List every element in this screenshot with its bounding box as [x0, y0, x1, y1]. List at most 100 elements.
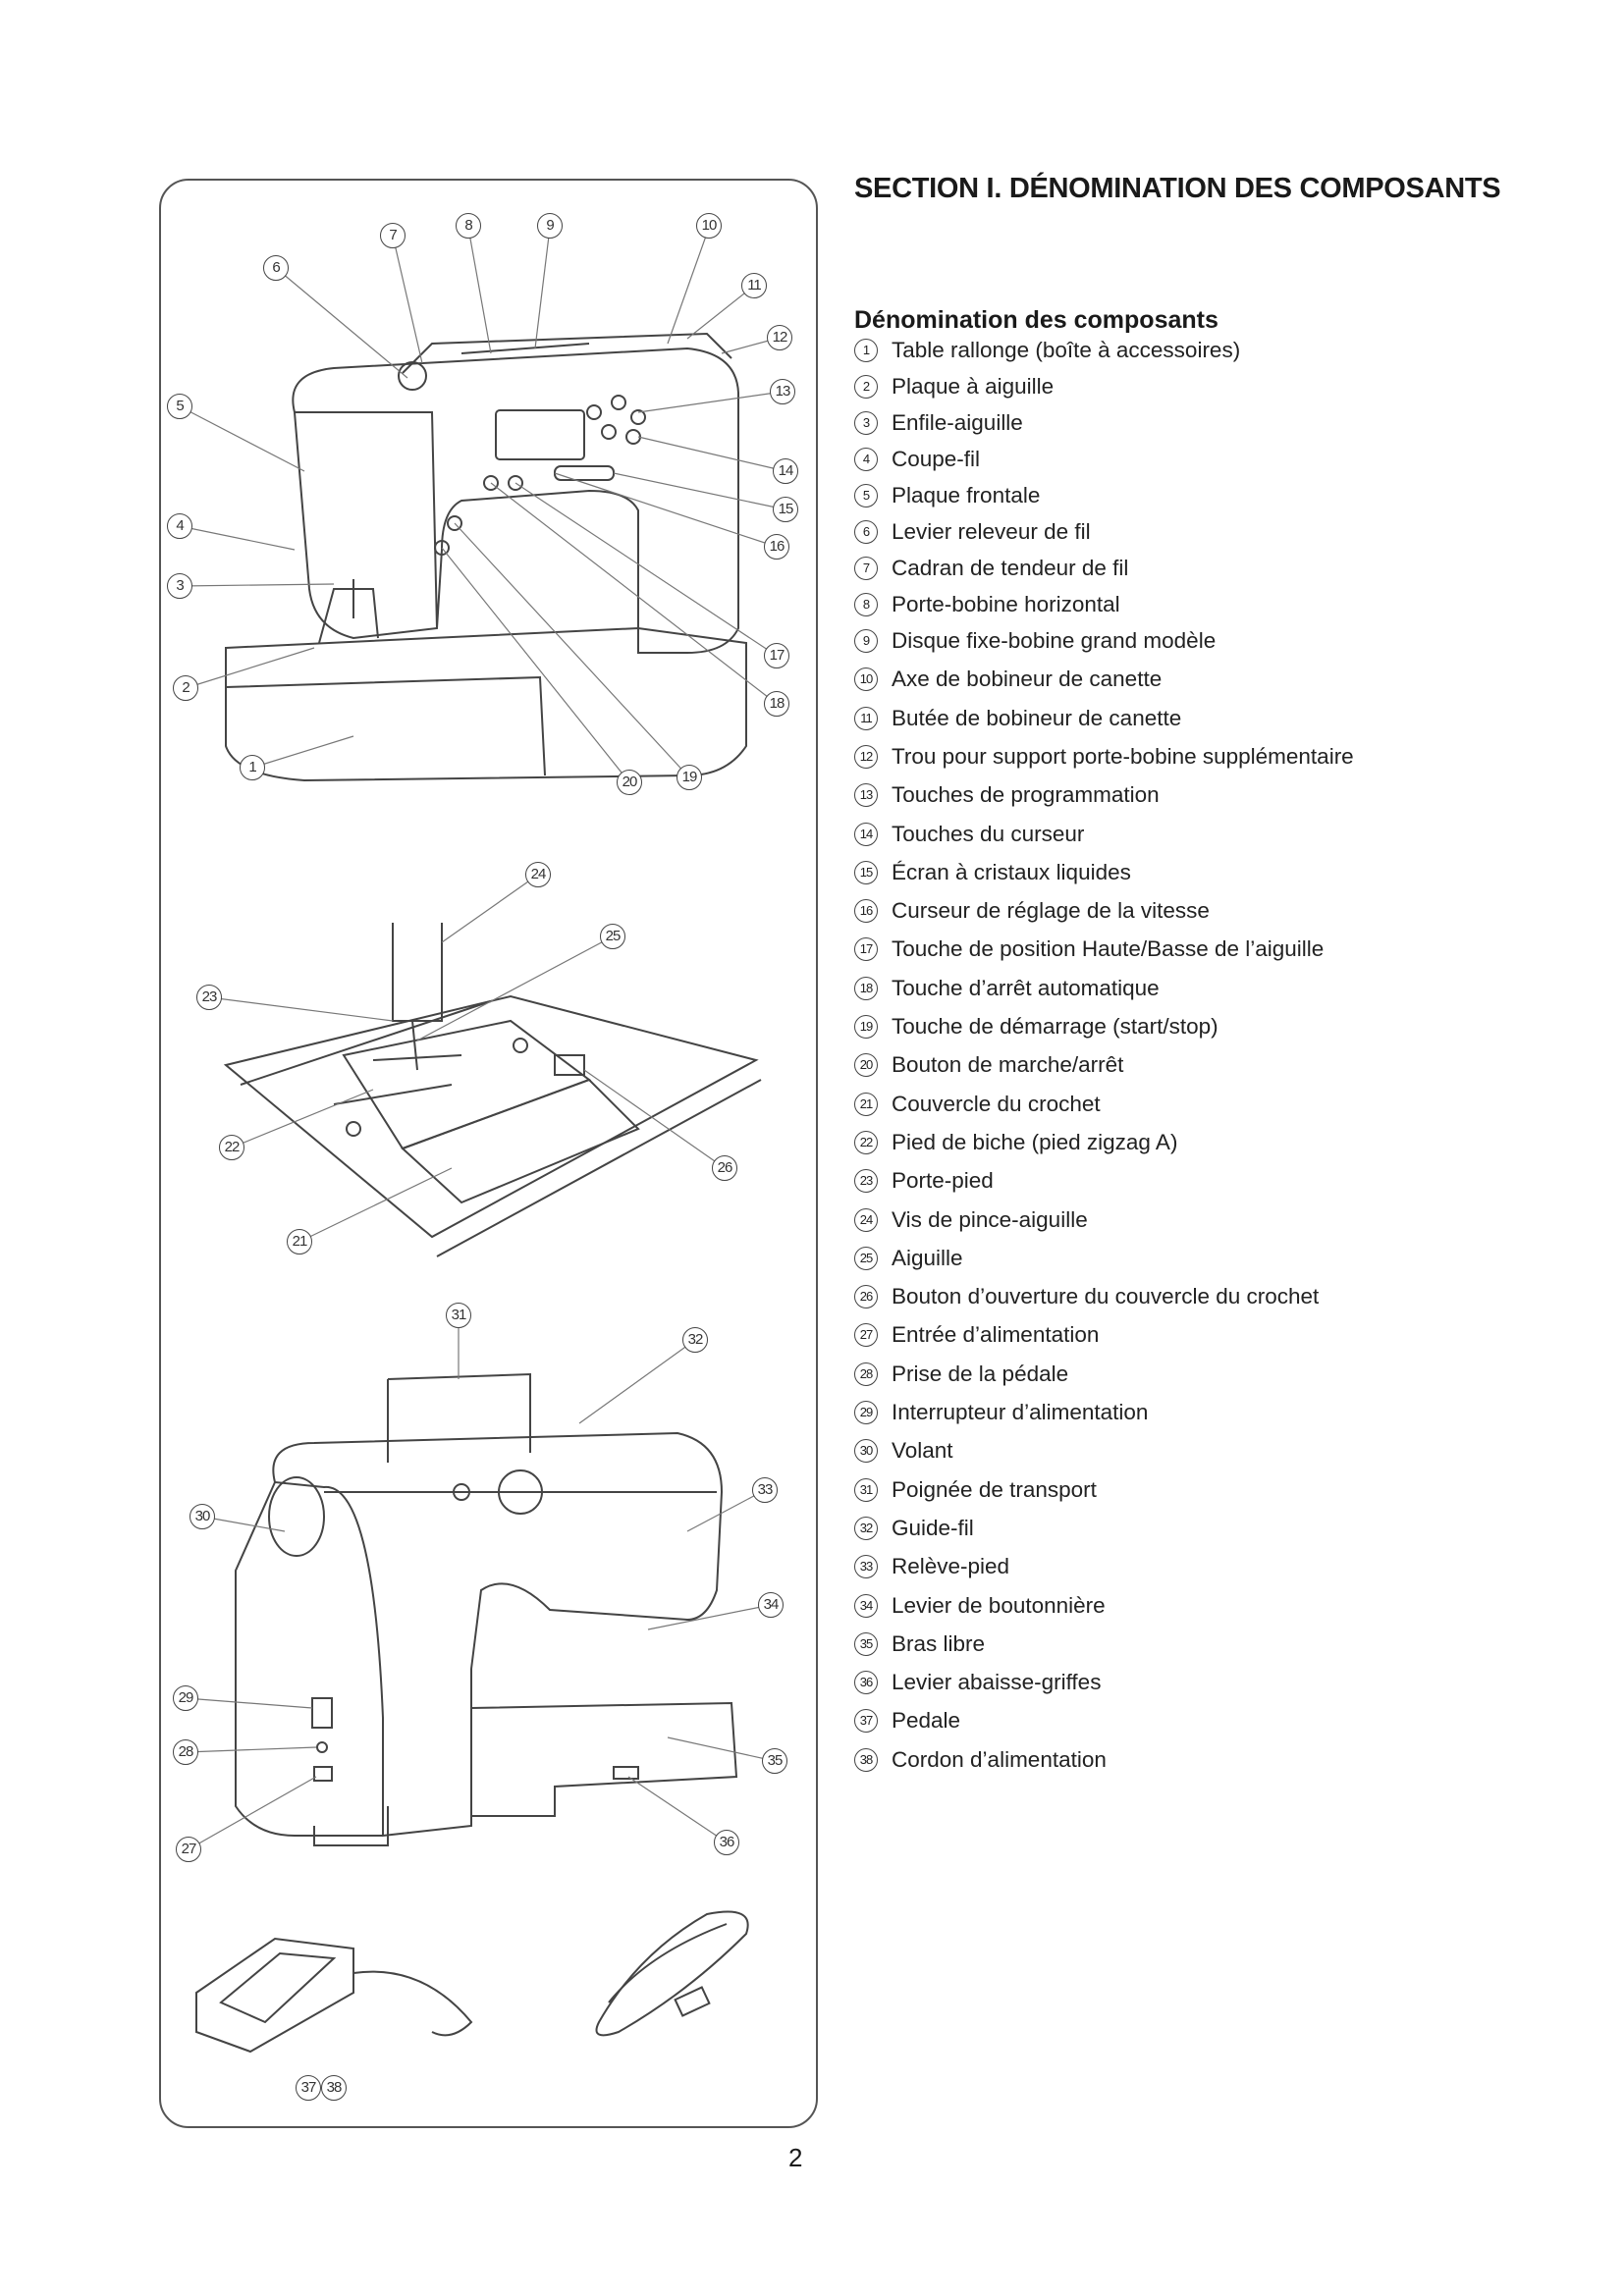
item-number: 6 — [854, 520, 878, 544]
item-label: Relève-pied — [892, 1554, 1010, 1579]
item-number: 21 — [854, 1092, 878, 1116]
item-label: Touche de démarrage (start/stop) — [892, 1014, 1218, 1039]
item-number: 9 — [854, 629, 878, 653]
item-label: Levier de boutonnière — [892, 1592, 1106, 1618]
list-item: 9 Disque fixe-bobine grand modèle — [854, 628, 1216, 654]
item-label: Disque fixe-bobine grand modèle — [892, 628, 1217, 653]
item-number: 18 — [854, 976, 878, 1000]
callout-number: 24 — [525, 862, 551, 887]
item-label: Couvercle du crochet — [892, 1091, 1101, 1116]
needle-plate-view — [223, 923, 762, 1257]
item-label: Touches de programmation — [892, 782, 1160, 808]
item-number: 26 — [854, 1285, 878, 1309]
item-number: 23 — [854, 1169, 878, 1194]
list-item: 28 Prise de la pédale — [854, 1362, 1068, 1387]
list-item: 30 Volant — [854, 1438, 953, 1464]
item-label: Interrupteur d’alimentation — [892, 1400, 1149, 1424]
item-number: 19 — [854, 1015, 878, 1039]
callout-number: 25 — [600, 924, 625, 949]
callout-leader-lines — [179, 227, 786, 1850]
item-number: 3 — [854, 411, 878, 435]
item-number: 29 — [854, 1401, 878, 1424]
item-label: Cadran de tendeur de fil — [892, 556, 1129, 580]
item-number: 38 — [854, 1747, 878, 1772]
item-number: 12 — [854, 744, 878, 769]
item-label: Poignée de transport — [892, 1476, 1097, 1502]
item-number: 1 — [854, 339, 878, 362]
list-item: 5 Plaque frontale — [854, 483, 1040, 508]
list-item: 23 Porte-pied — [854, 1168, 994, 1194]
callout-number: 3 — [167, 573, 192, 599]
list-item: 33 Relève-pied — [854, 1554, 1009, 1579]
item-number: 27 — [854, 1323, 878, 1348]
callout-number: 38 — [321, 2075, 347, 2101]
callout-number: 33 — [752, 1477, 778, 1503]
callout-number: 27 — [176, 1837, 201, 1862]
item-label: Levier abaisse-griffes — [892, 1670, 1102, 1695]
machine-back-view — [235, 1372, 738, 1846]
callout-number: 4 — [167, 513, 192, 539]
item-number: 34 — [854, 1593, 878, 1618]
item-label: Volant — [892, 1438, 953, 1464]
callout-number: 23 — [196, 985, 222, 1010]
callout-number: 16 — [764, 534, 789, 560]
item-label: Bras libre — [892, 1630, 986, 1656]
item-number: 13 — [854, 783, 878, 808]
callout-number: 9 — [537, 213, 563, 239]
item-number: 32 — [854, 1516, 878, 1540]
callout-number: 10 — [696, 213, 722, 239]
item-label: Touche d’arrêt automatique — [892, 975, 1160, 1000]
item-number: 28 — [854, 1362, 878, 1386]
callout-number: 2 — [173, 675, 198, 701]
item-label: Bouton de marche/arrêt — [892, 1052, 1124, 1078]
callout-number: 11 — [741, 273, 767, 298]
callout-number: 26 — [712, 1155, 737, 1181]
callout-number: 15 — [773, 497, 798, 522]
page-number: 2 — [788, 2143, 803, 2172]
subsection-title: Dénomination des composants — [854, 306, 1218, 334]
item-label: Porte-pied — [892, 1168, 994, 1194]
item-number: 16 — [854, 899, 878, 924]
callout-number: 29 — [173, 1685, 198, 1711]
item-label: Vis de pince-aiguille — [892, 1206, 1088, 1232]
item-number: 31 — [854, 1477, 878, 1502]
item-label: Plaque frontale — [892, 483, 1041, 507]
list-item: 19 Touche de démarrage (start/stop) — [854, 1014, 1218, 1040]
item-number: 22 — [854, 1130, 878, 1154]
callout-number: 8 — [456, 213, 481, 239]
item-number: 7 — [854, 557, 878, 580]
item-number: 30 — [854, 1439, 878, 1464]
list-item: 3 Enfile-aiguille — [854, 410, 1023, 436]
callout-number: 31 — [446, 1303, 471, 1328]
item-number: 33 — [854, 1555, 878, 1579]
item-number: 25 — [854, 1246, 878, 1270]
item-label: Porte-bobine horizontal — [892, 592, 1120, 616]
callout-number: 13 — [770, 379, 795, 404]
item-label: Enfile-aiguille — [892, 410, 1023, 435]
item-number: 5 — [854, 484, 878, 507]
callout-number: 12 — [767, 325, 792, 350]
item-number: 14 — [854, 822, 878, 846]
item-label: Prise de la pédale — [892, 1361, 1069, 1386]
item-label: Axe de bobineur de canette — [892, 667, 1163, 692]
